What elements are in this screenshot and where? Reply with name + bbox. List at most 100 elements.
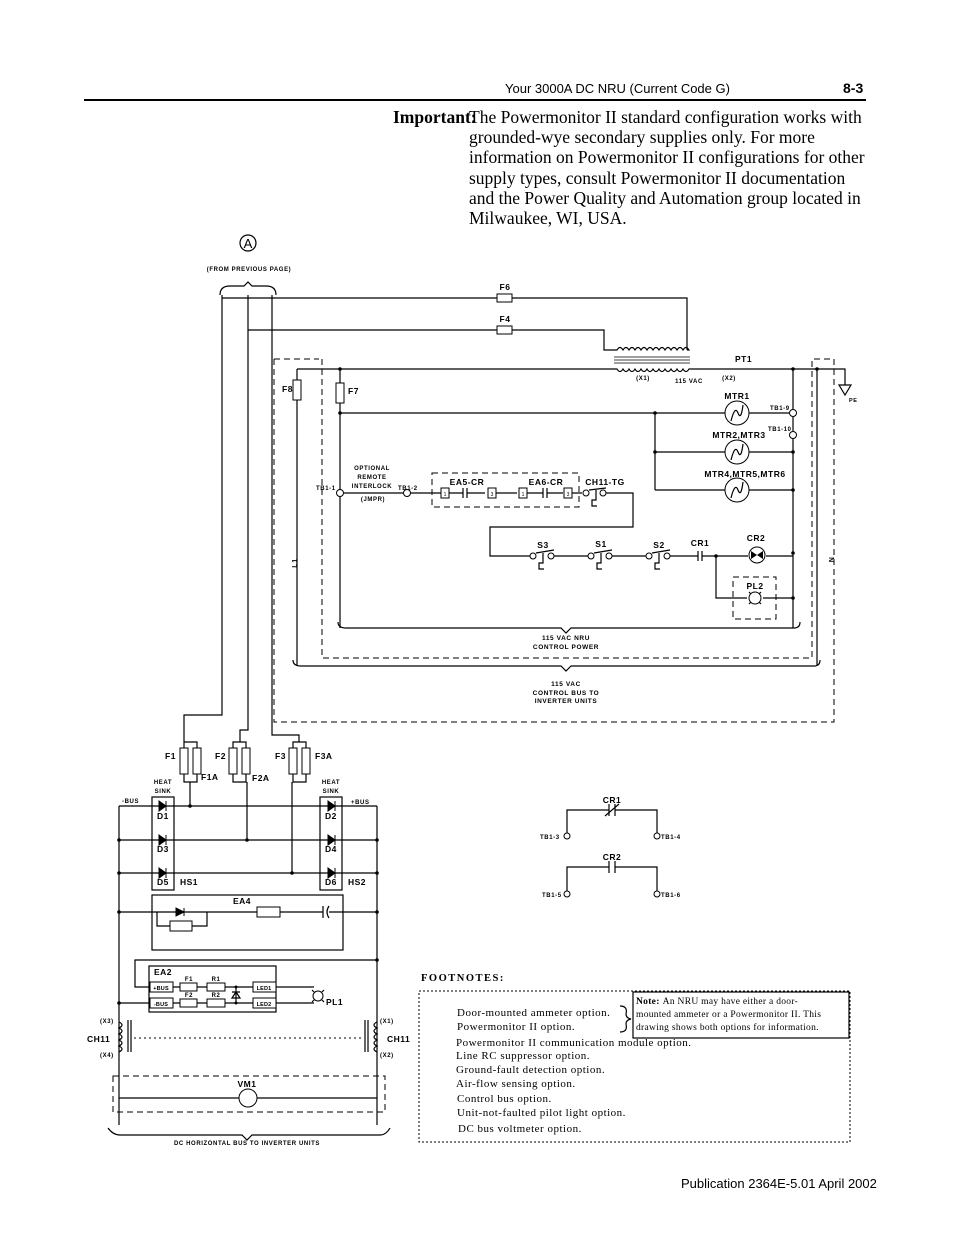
terminal-tb1-2 (403, 489, 411, 497)
pl2-lamp-icon (748, 591, 762, 605)
note-line-3: drawing shows both options for informati… (636, 1022, 819, 1033)
heat-sink-label: SINK (155, 789, 172, 795)
hs2-label: HS2 (348, 877, 366, 887)
voltmeter-vm1-icon (238, 1088, 258, 1108)
footnote-item: Powermonitor II communication module opt… (456, 1037, 692, 1049)
cr1-label: CR1 (691, 538, 710, 548)
d1-label: D1 (157, 811, 169, 821)
ea2-f2-label: F2 (185, 993, 193, 999)
ea2-wiring (119, 959, 377, 1004)
d5-label: D5 (157, 877, 169, 887)
f3a-label: F3A (315, 751, 333, 761)
n-label: N (827, 557, 834, 563)
heat-sink-label: HEAT (154, 780, 172, 786)
ea2-circuit (117, 958, 379, 1008)
led1-terminal (252, 981, 277, 993)
important-line: Milwaukee, WI, USA. (469, 208, 627, 229)
heat-sink-hs1 (151, 796, 175, 891)
tb1-9-label: TB1-9 (770, 406, 790, 412)
footnote-item: Ground-fault detection option. (456, 1064, 605, 1076)
transformer-pt1 (605, 346, 692, 373)
nru-control-power-label-2: CONTROL POWER (533, 644, 599, 651)
note-line-2: mounted ammeter or a Powermonitor II. Th… (636, 1010, 821, 1020)
pos-bus-label: +BUS (351, 800, 370, 806)
motor-mtr1 (724, 400, 750, 426)
pin-label: 3 (491, 492, 494, 498)
s3-label: S3 (537, 540, 548, 550)
input-brace (219, 281, 277, 296)
f1-label: F1 (165, 751, 176, 761)
dc-bus-wiring (117, 804, 379, 1125)
f3-label: F3 (275, 751, 286, 761)
mtr1-label: MTR1 (724, 391, 749, 401)
cr-contact-icons (462, 488, 548, 498)
nru-control-brace (337, 621, 801, 634)
tb1-2-label: TB1-2 (398, 486, 418, 492)
footnotes-box (418, 990, 851, 1143)
interlock-label-2: REMOTE (357, 475, 386, 481)
led1-label: LED1 (257, 986, 272, 992)
f2a-label: F2A (252, 773, 270, 783)
pl1-label: PL1 (326, 997, 343, 1007)
ea6-pin3 (563, 487, 573, 499)
hs1-label: HS1 (180, 877, 198, 887)
s2-label: S2 (653, 540, 664, 550)
d4-label: D4 (325, 844, 337, 854)
motor-mtr4-mtr5-mtr6 (724, 477, 750, 503)
heat-sink-hs2 (319, 796, 343, 891)
control-bus-option-box (273, 358, 835, 723)
ea4-circuit (117, 905, 379, 932)
f1a-label: F1A (201, 772, 219, 782)
footnotes-title: FOOTNOTES: (421, 973, 505, 984)
ch11-x2-label: (X2) (380, 1053, 394, 1059)
ch11-tg-switch (489, 487, 634, 557)
x4-label: (X4) (100, 1053, 114, 1059)
tb1-3-label: TB1-3 (540, 835, 560, 841)
x1-label: (X1) (636, 376, 650, 382)
ea5-pin3 (487, 487, 497, 499)
ea4-suppressor-box (151, 894, 344, 951)
footnote-item: Line RC suppressor option. (456, 1050, 590, 1062)
pl1-lamp-icon (311, 989, 325, 1003)
nru-control-power-label-1: 115 VAC NRU (542, 635, 590, 642)
important-label: Important: (393, 107, 477, 127)
header-rule (84, 99, 866, 101)
ch11-chokes (117, 1020, 379, 1053)
ea2-label: EA2 (154, 967, 172, 977)
control-bus-label-3: INVERTER UNITS (535, 698, 598, 705)
ch11-left-label: CH11 (87, 1034, 110, 1044)
led2-label: LED2 (257, 1002, 272, 1008)
note-box (632, 991, 850, 1039)
footnote-item: Control bus option. (457, 1093, 552, 1105)
fuse-f4 (496, 325, 513, 335)
d2-label: D2 (325, 811, 337, 821)
incoming-lines (183, 295, 688, 742)
from-previous-page-label: (FROM PREVIOUS PAGE) (207, 267, 292, 273)
control-bus-brace (292, 659, 821, 672)
pt1-label: PT1 (735, 354, 752, 364)
heat-sink-label: SINK (323, 789, 340, 795)
publication-footer: Publication 2364E-5.01 April 2002 (681, 1176, 877, 1191)
terminal-tb1-10 (789, 431, 797, 439)
s1-label: S1 (595, 539, 606, 549)
tb1-6-label: TB1-6 (661, 893, 681, 899)
interlock-label-1: OPTIONAL (354, 466, 390, 472)
cr2-label: CR2 (747, 533, 766, 543)
diodes (158, 800, 336, 879)
interlock-label-3: INTERLOCK (352, 484, 392, 490)
cr1-contact-label: CR1 (603, 795, 622, 805)
f7-label: F7 (348, 386, 359, 396)
footnote-item: DC bus voltmeter option. (458, 1123, 582, 1135)
pin-label: 1 (444, 492, 447, 498)
ea6-pin1 (518, 487, 528, 499)
vm1-label: VM1 (238, 1079, 257, 1089)
connector-a-label: A (244, 236, 253, 251)
ea6-cr-label: EA6-CR (529, 477, 564, 487)
neg-bus-label: -BUS (122, 799, 139, 805)
fuse-f7 (335, 382, 345, 404)
tb1-5-label: TB1-5 (542, 893, 562, 899)
ea2-neg-bus-label: -BUS (154, 1002, 168, 1008)
pin-label: 3 (567, 492, 570, 498)
control-bus-wiring (296, 367, 846, 665)
